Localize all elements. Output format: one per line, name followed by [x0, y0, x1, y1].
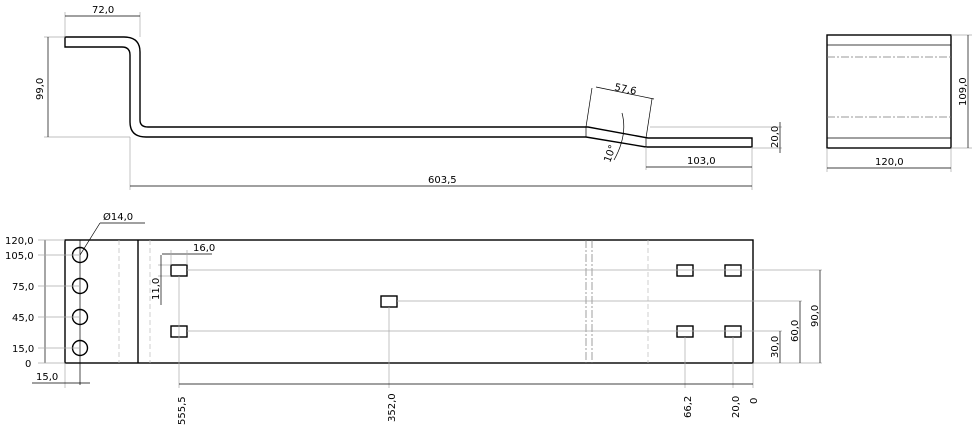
dim-thickness: 20,0: [770, 126, 781, 148]
ordinate-0: 0: [25, 359, 31, 370]
dim-height: 99,0: [35, 78, 46, 100]
end-view: 109,0 120,0: [826, 34, 972, 172]
dim-x-555: 555,5: [177, 396, 188, 425]
dim-y-90: 90,0: [810, 305, 821, 327]
dim-overall-length: 603,5: [428, 175, 457, 186]
dim-end-width: 120,0: [875, 157, 904, 168]
dim-y-30: 30,0: [770, 336, 781, 358]
dim-bend-length: 57,6: [613, 82, 637, 97]
dim-x-0: 0: [749, 398, 760, 404]
ordinate-120: 120,0: [5, 236, 34, 247]
dim-x-66: 66,2: [683, 396, 694, 418]
plan-view: 555,5 352,0 66,2 20,0 0 30,0 60,0 90,0 1…: [5, 211, 822, 425]
dim-end-height: 109,0: [958, 77, 969, 106]
dim-slot-width: 16,0: [193, 243, 215, 254]
dim-x-352: 352,0: [387, 393, 398, 422]
ordinate-105: 105,0: [5, 251, 34, 262]
dim-flange-width: 72,0: [92, 5, 114, 16]
dim-x-20: 20,0: [731, 396, 742, 418]
bracket-profile: [64, 36, 753, 148]
dim-y-60: 60,0: [790, 320, 801, 342]
ordinate-15: 15,0: [12, 344, 34, 355]
side-view: 72,0 99,0 57,6 10° 20,0 103,0 603,5: [35, 5, 782, 190]
dim-end-length: 103,0: [687, 156, 716, 167]
dim-bend-angle: 10°: [602, 144, 618, 164]
ordinate-75: 75,0: [12, 282, 34, 293]
dim-slot-height: 11,0: [151, 278, 162, 300]
ordinate-45: 45,0: [12, 313, 34, 324]
dim-hole-diameter: Ø14,0: [103, 211, 133, 223]
dim-edge-offset: 15,0: [36, 372, 58, 383]
